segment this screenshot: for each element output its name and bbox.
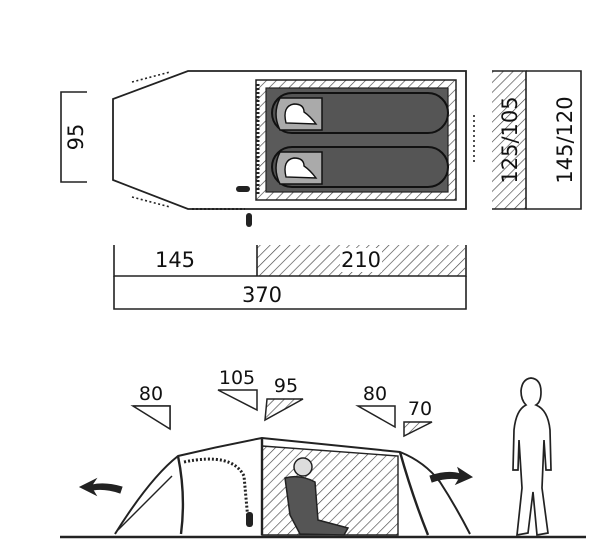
total-length-label: 370	[242, 283, 282, 307]
tent-pole	[398, 451, 430, 536]
outer-width-bracket	[526, 70, 582, 210]
outer-width-label: 145/120	[553, 96, 577, 183]
inner-width-label: 125/105	[498, 96, 522, 183]
label-backdrop	[340, 248, 382, 272]
floor-plan: 95 125/105 145/120 145 210 370	[60, 70, 582, 310]
vestibule-length-label: 145	[155, 248, 195, 272]
inner-tent-side	[261, 445, 399, 536]
total-length-bracket	[113, 276, 467, 310]
inner-width-bracket	[492, 71, 526, 209]
door-zip	[183, 457, 250, 521]
width-bracket	[60, 91, 87, 183]
seated-person-icon	[284, 457, 350, 536]
height-wedge	[355, 405, 396, 429]
inner-length-label: 210	[341, 248, 381, 272]
guy-line-marks	[131, 71, 171, 83]
sleeping-bag	[271, 92, 449, 134]
guy-line-marks	[131, 196, 171, 208]
zipper-pull-icon	[246, 213, 252, 227]
tent-fly-profile	[114, 436, 471, 535]
length-bracket	[113, 245, 467, 277]
standing-person-icon	[512, 377, 552, 537]
sleeper-head-icon	[284, 103, 318, 125]
front-guy-line	[117, 475, 173, 531]
sleeper-head-icon	[284, 157, 318, 179]
zipper-pull-icon	[236, 186, 250, 192]
vestibule-height-label: 80	[139, 383, 163, 405]
sleeping-bag	[271, 146, 449, 188]
inner-width-bracket	[492, 70, 527, 210]
height-wedge	[217, 389, 258, 412]
vent-arrow-right-icon	[429, 466, 474, 486]
zipper-pull-icon	[246, 512, 253, 527]
height-wedge	[264, 398, 304, 422]
peak-height-label: 105	[219, 367, 255, 389]
end-height-label: 70	[408, 398, 432, 420]
inner-front-height-label: 95	[274, 375, 298, 397]
side-view: 80 105 95 80 70	[60, 367, 586, 539]
height-wedge	[130, 405, 171, 431]
width-label: 95	[64, 124, 88, 151]
vent-arrow-left-icon	[78, 477, 123, 497]
height-wedge	[403, 421, 433, 438]
rear-height-label: 80	[363, 383, 387, 405]
tent-pole	[176, 455, 185, 535]
